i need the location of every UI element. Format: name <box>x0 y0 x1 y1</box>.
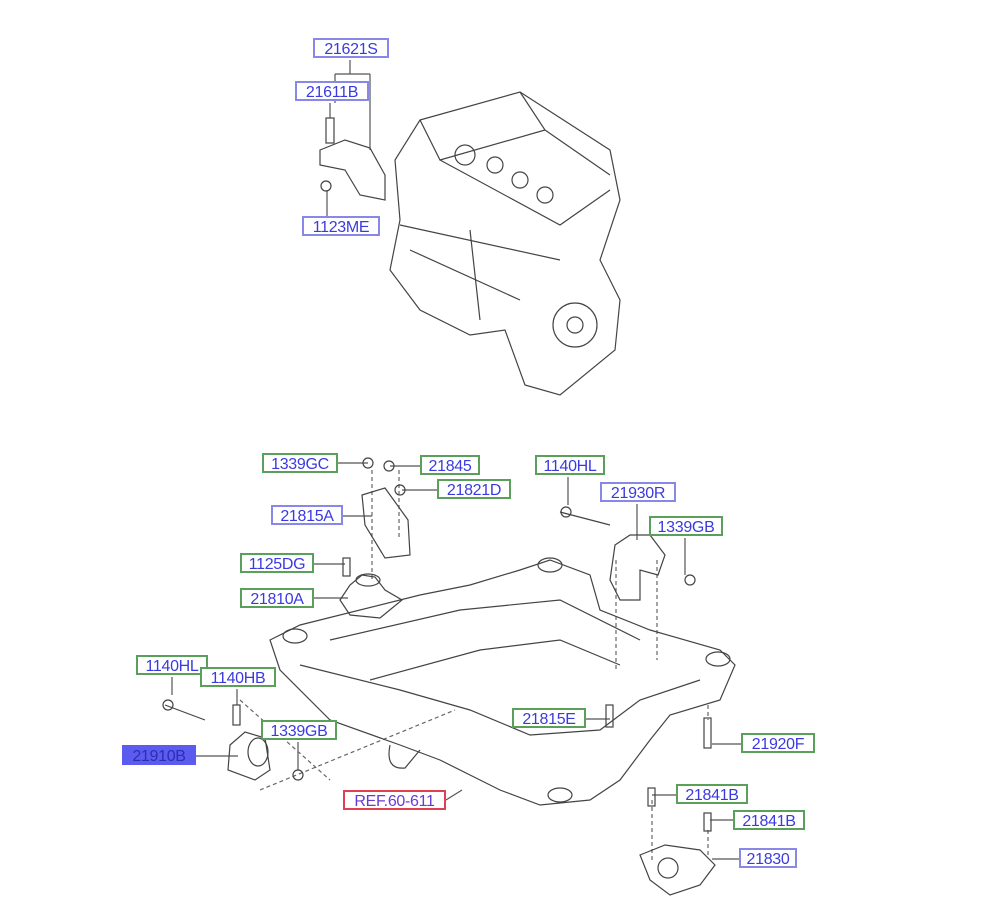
part-label-21910B-selected[interactable]: 21910B <box>122 745 196 765</box>
dashed-lines <box>239 470 709 860</box>
part-label-21841B-a[interactable]: 21841B <box>676 784 748 804</box>
part-label-21815E[interactable]: 21815E <box>512 708 586 728</box>
part-label-1123ME[interactable]: 1123ME <box>302 216 380 236</box>
reference-link-60-611[interactable]: REF.60-611 <box>343 790 446 810</box>
part-label-21930R[interactable]: 21930R <box>600 482 676 502</box>
mount-parts-drawing <box>162 457 716 896</box>
part-label-1339GB-right[interactable]: 1339GB <box>649 516 723 536</box>
engine-bracket-drawing <box>319 117 386 201</box>
part-label-21920F[interactable]: 21920F <box>741 733 815 753</box>
engine-drawing <box>389 91 621 396</box>
part-label-21841B-b[interactable]: 21841B <box>733 810 805 830</box>
part-label-1339GB-left[interactable]: 1339GB <box>261 720 337 740</box>
part-label-1339GC[interactable]: 1339GC <box>262 453 338 473</box>
part-label-1140HB[interactable]: 1140HB <box>200 667 276 687</box>
part-label-21815A[interactable]: 21815A <box>271 505 343 525</box>
part-label-1125DG[interactable]: 1125DG <box>240 553 314 573</box>
part-label-1140HL-left[interactable]: 1140HL <box>136 655 208 675</box>
part-label-21621S[interactable]: 21621S <box>313 38 389 58</box>
part-label-21810A[interactable]: 21810A <box>240 588 314 608</box>
part-label-21611B[interactable]: 21611B <box>295 81 369 101</box>
subframe-drawing <box>269 557 736 806</box>
part-label-21821D[interactable]: 21821D <box>437 479 511 499</box>
part-label-1140HL-right[interactable]: 1140HL <box>535 455 605 475</box>
part-label-21830[interactable]: 21830 <box>739 848 797 868</box>
part-label-21845[interactable]: 21845 <box>420 455 480 475</box>
